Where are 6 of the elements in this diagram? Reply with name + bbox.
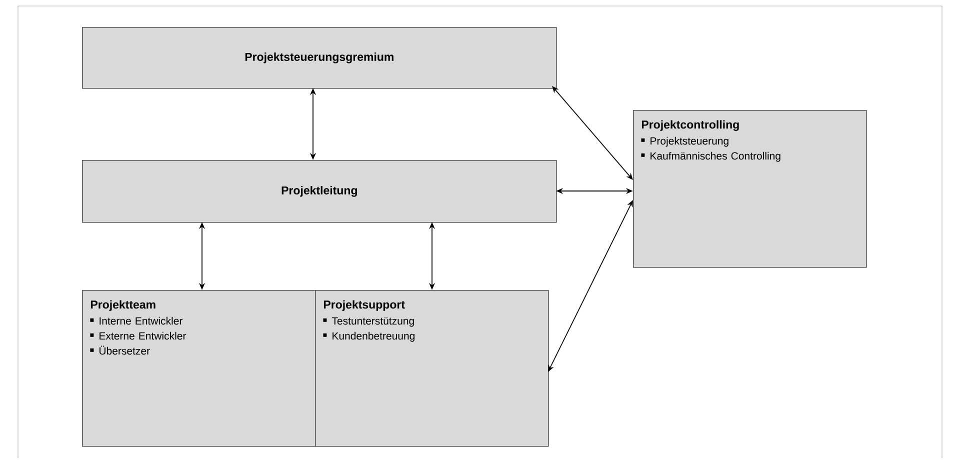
management-box: Projektleitung <box>82 160 557 223</box>
controlling-box: Projektcontrolling Projektsteuerung Kaufmännisches Controlling <box>633 110 867 268</box>
committee-box: Projektsteuerungsgremium <box>82 27 557 89</box>
arrow <box>552 86 633 180</box>
support-box: Projektsupport Testunterstützung Kundenbetreuung <box>315 290 549 447</box>
team-box: Projektteam Interne Entwickler Externe Entwickler Übersetzer <box>82 290 316 447</box>
